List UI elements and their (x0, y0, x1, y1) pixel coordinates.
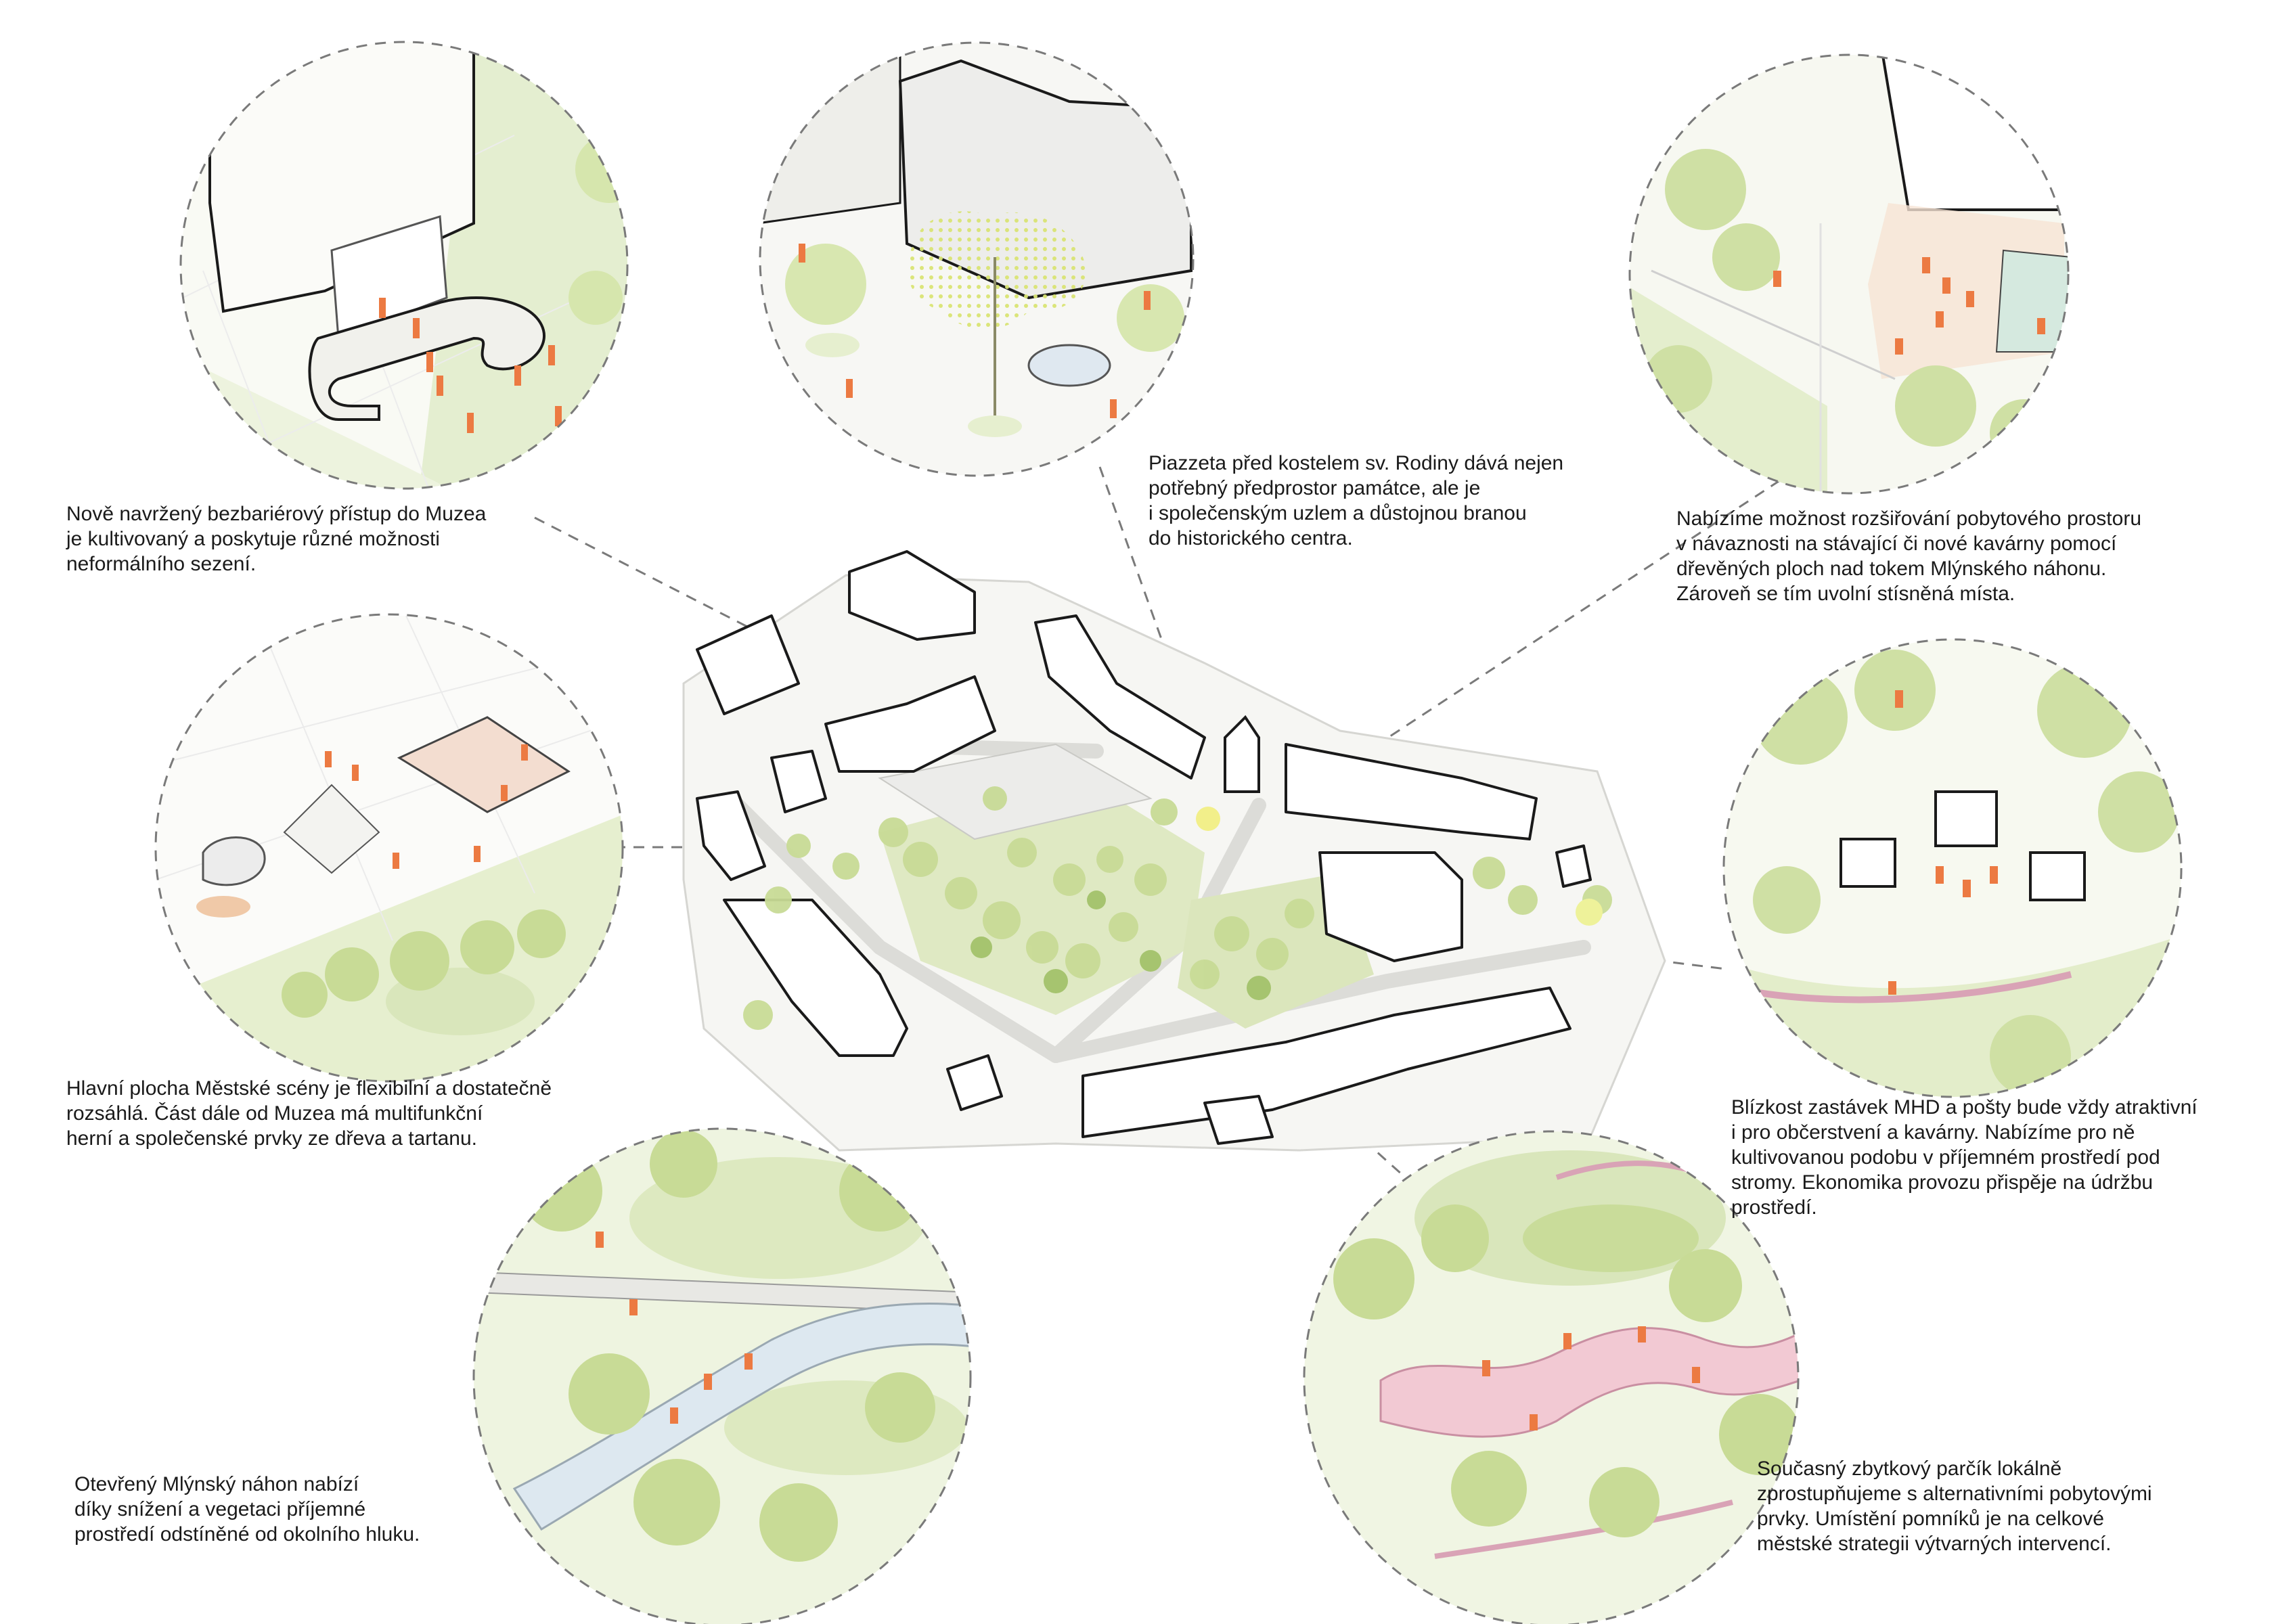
caption-church: Piazzeta před kostelem sv. Rodiny dává n… (1149, 451, 1563, 551)
caption-line: městské strategii výtvarných intervencí. (1757, 1533, 2112, 1555)
church-piazzetta-vignette (759, 41, 1195, 477)
caption-line: Nabízíme možnost rozšiřování pobytového … (1676, 508, 2141, 530)
caption-line: v návaznosti na stávající či nové kavárn… (1676, 533, 2117, 555)
cafe-deck-vignette (1628, 53, 2070, 495)
caption-line: do historického centra. (1149, 527, 1353, 549)
caption-stage: Hlavní plocha Městské scény je flexibiln… (66, 1076, 552, 1151)
caption-line: prostředí odstíněné od okolního hluku. (74, 1523, 420, 1546)
caption-line: Otevřený Mlýnský náhon nabízí (74, 1473, 359, 1495)
caption-line: prvky. Umístění pomníků je na celkové (1757, 1508, 2104, 1530)
caption-museum: Nově navržený bezbariérový přístup do Mu… (66, 501, 486, 577)
caption-line: rozsáhlá. Část dále od Muzea má multifun… (66, 1102, 483, 1125)
caption-line: kultivovanou podobu v příjemném prostřed… (1731, 1146, 2160, 1169)
caption-line: dřevěných ploch nad tokem Mlýnského náho… (1676, 558, 2107, 580)
pocket-park-vignette (1303, 1130, 1800, 1624)
caption-line: je kultivovaný a poskytuje různé možnost… (66, 528, 440, 550)
caption-line: Zároveň se tím uvolní stísněná místa. (1676, 583, 2015, 605)
caption-canal: Otevřený Mlýnský náhon nabízí díky snížen… (74, 1472, 420, 1547)
caption-line: Blízkost zastávek MHD a pošty bude vždy … (1731, 1096, 2198, 1119)
caption-line: neformálního sezení. (66, 553, 257, 575)
caption-line: stromy. Ekonomika provozu přispěje na úd… (1731, 1171, 2154, 1194)
caption-line: díky snížení a vegetaci příjemné (74, 1498, 366, 1520)
museum-access-vignette (179, 41, 629, 490)
caption-line: zprostupňujeme s alternativními pobytový… (1757, 1483, 2152, 1505)
caption-line: prostředí. (1731, 1196, 1817, 1219)
caption-line: Piazzeta před kostelem sv. Rodiny dává n… (1149, 452, 1564, 474)
central-masterplan (682, 550, 1666, 1152)
caption-line: herní a společenské prvky ze dřeva a tar… (66, 1127, 478, 1150)
caption-line: Hlavní plocha Městské scény je flexibiln… (66, 1077, 552, 1100)
mill-race-vignette (472, 1127, 972, 1624)
caption-line: Současný zbytkový parčík lokálně (1757, 1458, 2062, 1480)
city-stage-vignette (154, 613, 624, 1083)
caption-park: Současný zbytkový parčík lokálně zprostup… (1757, 1456, 2152, 1556)
caption-line: i pro občerstvení a kavárny. Nabízíme pr… (1731, 1121, 2135, 1144)
caption-line: Nově navržený bezbariérový přístup do Mu… (66, 503, 487, 525)
caption-cafe: Nabízíme možnost rozšiřování pobytového … (1676, 506, 2141, 606)
caption-line: potřebný předprostor památce, ale je (1149, 477, 1481, 499)
caption-line: i společenským uzlem a důstojnou branou (1149, 502, 1527, 524)
caption-tram: Blízkost zastávek MHD a pošty bude vždy … (1731, 1095, 2198, 1220)
transit-kiosk-vignette (1722, 638, 2183, 1098)
